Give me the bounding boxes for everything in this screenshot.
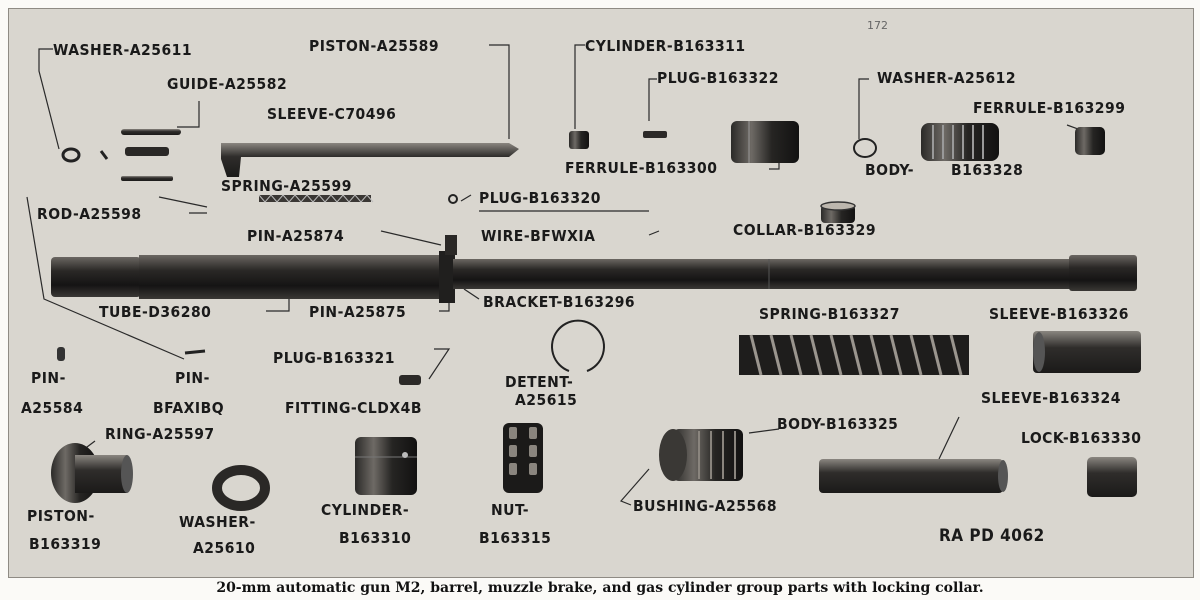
label-washer-a25610-a: WASHER- [179, 513, 256, 531]
label-sleeve-c70496: SLEEVE-C70496 [267, 105, 397, 123]
label-bushing-a25568: BUSHING-A25568 [633, 497, 778, 515]
pin-bfaxibq-part [184, 349, 206, 355]
body-b163328-part [921, 123, 999, 161]
label-piston-b163319-a: PISTON- [27, 507, 95, 525]
label-nut-b163315-a: NUT- [491, 501, 530, 519]
label-ring-a25597: RING-A25597 [105, 425, 215, 443]
lock-b163330-part [1087, 457, 1137, 497]
label-washer-a25612: WASHER-A25612 [877, 69, 1017, 87]
label-plug-b163320: PLUG-B163320 [479, 189, 601, 207]
label-piston-b163319-b: B163319 [29, 535, 102, 553]
label-plug-b163322: PLUG-B163322 [657, 69, 779, 87]
figure-caption: 20-mm automatic gun M2, barrel, muzzle b… [216, 580, 984, 596]
label-cylinder-b163310-a: CYLINDER- [321, 501, 410, 519]
label-plug-b163321: PLUG-B163321 [273, 349, 395, 367]
label-spring-b163327: SPRING-B163327 [759, 305, 900, 323]
label-detent-b: A25615 [515, 391, 578, 409]
detent-a25615-part [551, 319, 605, 372]
label-nut-b163315-b: B163315 [479, 529, 552, 547]
washer-a25612-part [853, 138, 877, 158]
label-tube-d36280: TUBE-D36280 [99, 303, 212, 321]
parts-photo-plate: 172 WASHER-A25611 GUIDE-A25582 PISTON-A2… [8, 8, 1194, 578]
ferrule-b163299-part [1075, 127, 1105, 155]
label-pin-a25584-b: A25584 [21, 399, 84, 417]
label-pin-a25875: PIN-A25875 [309, 303, 407, 321]
label-sleeve-b163326: SLEEVE-B163326 [989, 305, 1129, 323]
nut-b163315-part [503, 423, 543, 493]
label-washer-a25610-b: A25610 [193, 539, 256, 557]
washer-a25610-part [212, 465, 270, 511]
sleeve-b163326-part [1033, 331, 1141, 373]
spring-b163327-part [739, 334, 969, 376]
label-pin-a25874: PIN-A25874 [247, 227, 345, 245]
label-pin-a25584-a: PIN- [31, 369, 66, 387]
label-sleeve-b163324: SLEEVE-B163324 [981, 389, 1121, 407]
label-bracket-b163296: BRACKET-B163296 [483, 293, 636, 311]
label-piston-a25589: PISTON-A25589 [309, 37, 440, 55]
plate-mark-ra-pd: RA PD 4062 [939, 526, 1045, 546]
plug-b163320-part [448, 194, 458, 204]
sleeve-b163324-part [819, 459, 1008, 493]
label-pin-bfaxibq-b: BFAXIBQ [153, 399, 225, 417]
label-wire-bfwxia: WIRE-BFWXIA [481, 227, 596, 245]
cylinder-b163311-part [569, 131, 589, 149]
label-spring-a25599: SPRING-A25599 [221, 177, 352, 195]
label-body-b163328-a: BODY- [865, 161, 915, 179]
corner-mark: 172 [867, 19, 888, 32]
label-cylinder-b163310-b: B163310 [339, 529, 412, 547]
washer-a25611-part [61, 147, 109, 163]
label-collar-b163329: COLLAR-B163329 [733, 221, 877, 239]
label-body-b163328-b: B163328 [951, 161, 1024, 179]
body-b163325-part [659, 429, 743, 481]
label-ferrule-b163299: FERRULE-B163299 [973, 99, 1126, 117]
fitting-cldx4b-part [399, 375, 421, 385]
label-fitting-cldx4b: FITTING-CLDX4B [285, 399, 422, 417]
label-ferrule-b163300: FERRULE-B163300 [565, 159, 718, 177]
label-cylinder-b163311: CYLINDER-B163311 [585, 37, 746, 55]
parts-illustration [26, 44, 1141, 511]
label-rod-a25598: ROD-A25598 [37, 205, 142, 223]
guide-a25582-part [121, 129, 181, 181]
tube-d36280-part [51, 235, 1137, 303]
label-detent-a: DETENT- [505, 373, 574, 391]
piston-b163319-part [51, 443, 133, 503]
ferrule-b163300-part [731, 121, 799, 163]
collar-b163329-part [820, 201, 856, 223]
label-lock-b163330: LOCK-B163330 [1021, 429, 1142, 447]
pin-a25584-part [57, 347, 65, 361]
spring-a25599-part [258, 194, 374, 203]
piston-a25589-part [221, 143, 519, 177]
label-pin-bfaxibq-a: PIN- [175, 369, 210, 387]
plug-b163322-part [643, 131, 667, 138]
label-washer-a25611: WASHER-A25611 [53, 41, 193, 59]
label-body-b163325: BODY-B163325 [777, 415, 899, 433]
label-guide-a25582: GUIDE-A25582 [167, 75, 288, 93]
cylinder-b163310-part [355, 437, 417, 495]
